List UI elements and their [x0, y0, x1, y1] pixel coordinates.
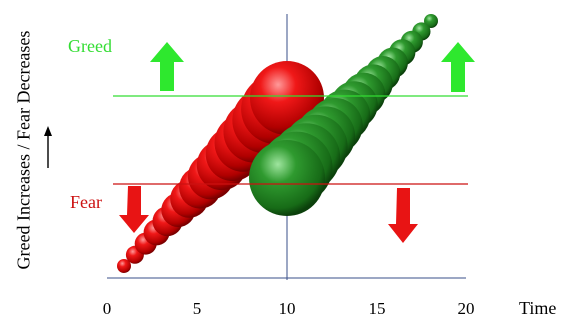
greed-up-arrow-icon — [150, 42, 184, 91]
y-axis-label: Greed Increases / Fear Decreases — [13, 30, 34, 270]
greed-up-arrow-icon — [441, 42, 475, 92]
x-tick-label: 0 — [102, 299, 112, 318]
x-tick-label: 5 — [192, 299, 202, 318]
greed-bubble — [424, 14, 438, 28]
greed-bubbles — [249, 14, 438, 216]
fear-label: Fear — [70, 192, 102, 212]
fear-bubble — [117, 259, 131, 273]
fear-down-arrow-icon — [119, 186, 149, 233]
up-arrow-icon — [44, 126, 52, 136]
x-axis-label: Time — [519, 298, 557, 318]
fear-down-arrow-icon — [388, 188, 418, 243]
x-tick-label: 10 — [278, 299, 296, 318]
x-tick-label: 20 — [457, 299, 475, 318]
greed-bubble — [249, 140, 325, 216]
greed-label: Greed — [68, 36, 112, 56]
x-tick-label: 15 — [368, 299, 386, 318]
